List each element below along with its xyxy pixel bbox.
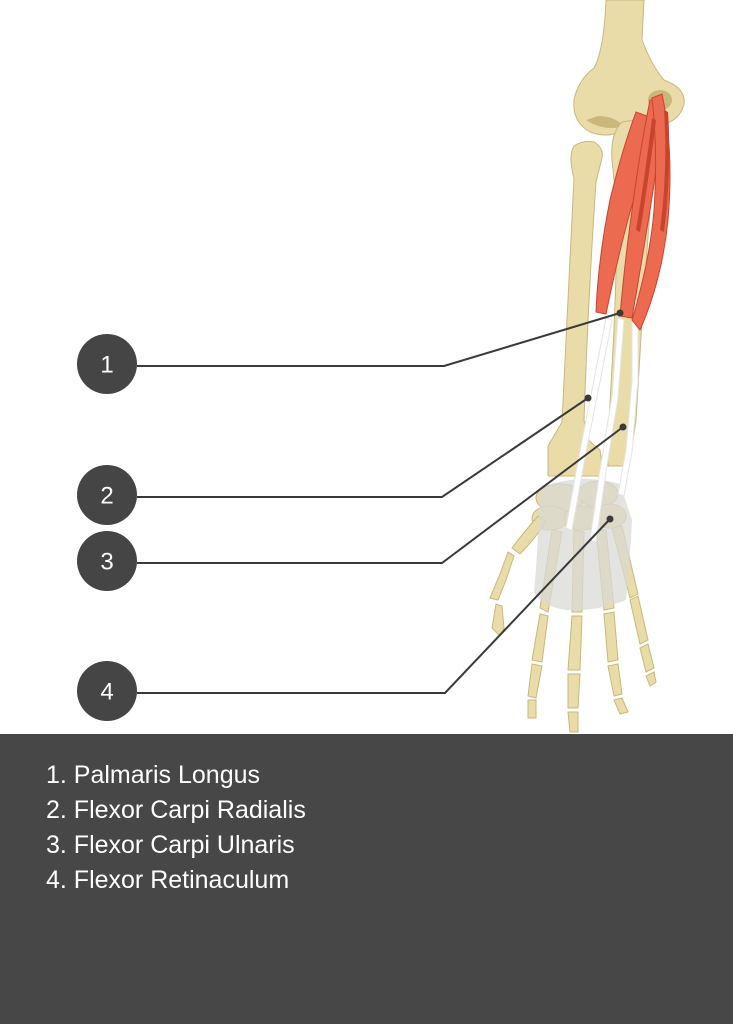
leader-dot-flexor-carpi-radialis [584,394,592,402]
legend-item-flexor-carpi-radialis: 2. Flexor Carpi Radialis [46,796,306,824]
tendons [565,299,639,543]
marker-circle [77,661,137,721]
radius-bone [547,141,605,477]
leader-line-flexor-retinaculum [137,518,611,694]
legend-list: 1. Palmaris Longus 2. Flexor Carpi Radia… [46,758,306,898]
forearm-svg: 1 2 3 4 [77,0,685,733]
thumb-bones [489,515,547,637]
leader-line-palmaris-longus [137,312,621,367]
marker-number: 3 [100,549,113,576]
anatomy-illustration: 1 2 3 4 [77,0,685,733]
legend-panel: 1. Palmaris Longus 2. Flexor Carpi Radia… [0,734,733,1024]
flexor-retinaculum [534,478,632,611]
marker-circle [77,465,137,525]
marker-number: 4 [100,679,113,706]
leader-dot-palmaris-longus [616,309,624,317]
marker-number: 1 [100,352,113,379]
marker-number: 2 [100,483,113,510]
leader-line-flexor-carpi-radialis [137,397,589,498]
leader-line-flexor-carpi-ulnaris [137,426,624,564]
leader-dot-flexor-retinaculum [606,515,614,523]
marker-flexor-retinaculum: 4 [77,661,137,721]
marker-circle [77,334,137,394]
marker-flexor-carpi-ulnaris: 3 [77,531,137,591]
markers: 1 2 3 4 [77,334,137,721]
forearm-flexor-muscles [595,93,671,331]
legend-item-palmaris-longus: 1. Palmaris Longus [46,761,261,789]
phalanx-bones [527,595,657,733]
marker-palmaris-longus: 1 [77,334,137,394]
leader-dot-flexor-carpi-ulnaris [619,423,627,431]
marker-circle [77,531,137,591]
legend-item-flexor-retinaculum: 4. Flexor Retinaculum [46,866,290,894]
leader-lines [137,309,627,694]
legend-item-flexor-carpi-ulnaris: 3. Flexor Carpi Ulnaris [46,831,295,859]
marker-flexor-carpi-radialis: 2 [77,465,137,525]
